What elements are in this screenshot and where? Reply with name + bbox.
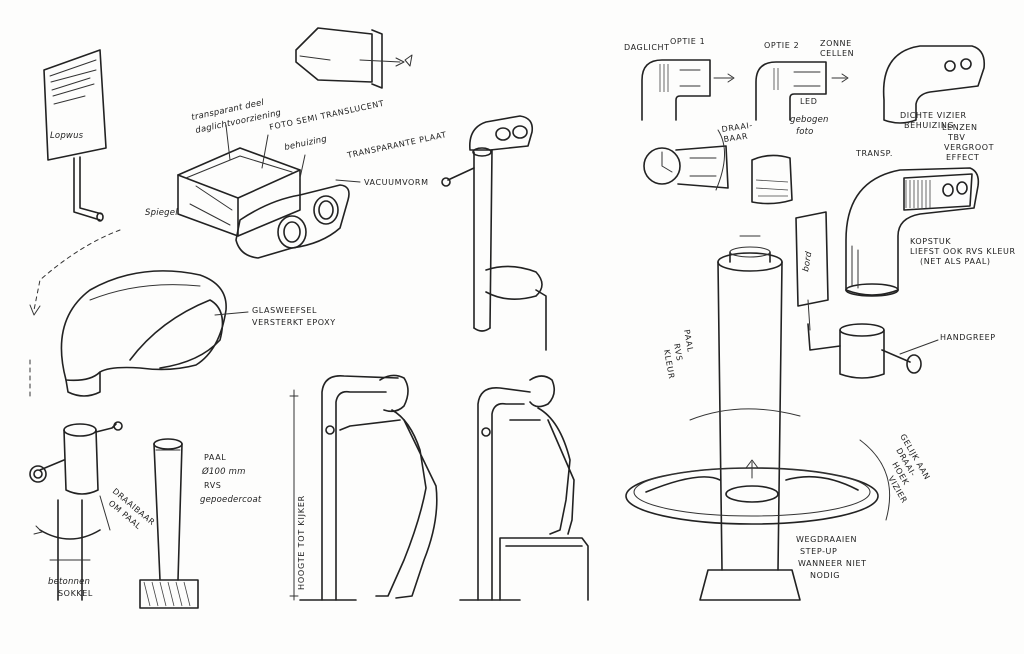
label-glasweefsel: GLASWEEFSEL [252,306,317,315]
label-wegdraaien-3: WANNEER NIET [798,559,867,568]
central-pole-sketch [689,235,801,571]
epoxy-hood-sketch [60,270,249,397]
label-lenzen-4: EFFECT [946,153,979,162]
label-daglicht: DAGLICHT [624,43,670,52]
viewer-box-sketch [177,124,361,259]
label-kopstuk-1: KOPSTUK [910,237,951,246]
arrow-sketch [295,27,413,89]
telescope-pole-sketch [441,115,547,351]
board-panel-sketch [795,211,829,331]
label-dichte-vizier-2: BEHUIZING [904,121,954,130]
person-pole-sketch-1 [289,374,438,601]
label-dichte-vizier-1: DICHTE VIZIER [900,111,967,120]
label-handgreep: HANDGREEP [940,333,996,342]
option1-elbow-sketch [641,59,735,121]
label-wegdraaien-2: STEP-UP [800,547,837,556]
sign-sketch: Lopwus [43,49,107,222]
label-betonnen-1: betonnen [48,577,90,587]
label-gebogen-2: foto [796,127,814,137]
label-foto-semi: FOTO SEMI TRANSLUCENT [269,99,386,132]
label-draaibaar-2a: DRAAI- [721,121,753,134]
label-lenzen-2: TBV [947,133,965,142]
swivel-step-sketch [625,439,891,601]
label-kopstuk-2: LIEFST OOK RVS KLEUR [910,247,1016,256]
label-optie1: OPTIE 1 [670,37,705,46]
label-rvs-2: RVS [672,343,684,362]
label-rvs: RVS [204,481,221,490]
label-kopstuk-3: (NET ALS PAAL) [920,257,991,266]
label-betonnen-2: SOKKEL [58,589,93,598]
collar-handle-sketch [29,421,123,531]
label-spiegel: Spiegel [145,208,178,218]
label-wegdraaien-1: WEGDRAAIEN [796,535,857,544]
option2-elbow-sketch [755,61,849,121]
label-zonnecellen-1: ZONNE [820,39,852,48]
label-zonnecellen-2: CELLEN [820,49,854,58]
label-vacuumvorm: VACUUMVORM [364,178,429,187]
sign-label: Lopwus [50,131,84,141]
label-transparante-plaat: TRANSPARANTE PLAAT [346,130,448,160]
small-pole-sketch [33,499,101,601]
label-lenzen-1: LENZEN [942,123,978,132]
label-versterkt-epoxy: VERSTERKT EPOXY [252,318,336,327]
label-wegdraaien-4: NODIG [810,571,840,580]
label-optie2: OPTIE 2 [764,41,799,50]
label-behuizing: behuizing [284,134,329,153]
label-draaibaar-2b: BAAR [723,132,749,144]
label-paal: PAAL [204,453,226,462]
label-diameter: Ø100 mm [201,466,246,477]
label-transp: TRANSP. [855,149,893,158]
collar-handgreep-sketch [807,323,939,379]
kopstuk-head-sketch [845,167,980,297]
closed-visor-head-sketch [882,45,986,124]
tube-base-sketch [139,438,199,609]
label-led: LED [800,97,817,106]
label-paal-2: PAAL [682,329,695,353]
label-gebogen-1: gebogen [790,115,829,125]
rotating-viewer-sketch [643,129,729,191]
person-pole-sketch-2 [459,375,589,601]
label-lenzen-3: VERGROOT [944,143,994,152]
label-bord: bord [801,250,814,272]
label-gepoedercoat: gepoedercoat [200,495,262,505]
bent-photo-sketch [751,154,793,205]
label-hoogte-tot-kijker: HOOGTE TOT KIJKER [297,495,306,590]
